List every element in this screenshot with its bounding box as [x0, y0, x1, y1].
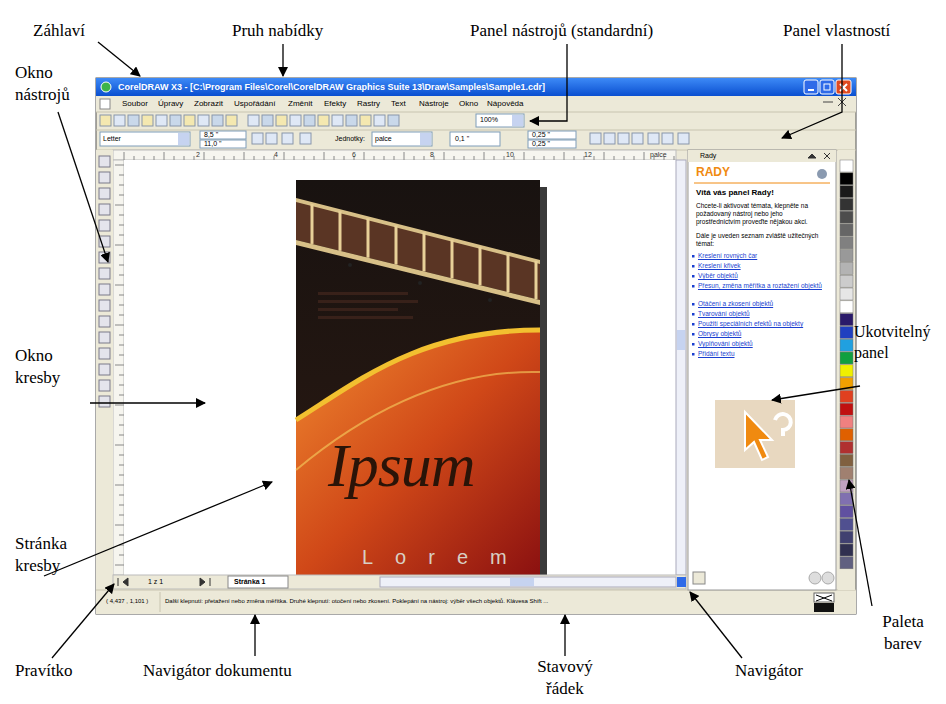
menu-item: Uspořádání — [234, 99, 275, 108]
menu-item: Zobrazit — [194, 99, 223, 108]
toolbar-field: 11,0 " — [204, 140, 222, 148]
docker-welcome: Vítá vás panel Rady! — [696, 188, 774, 197]
docker-text: Dále je uveden seznam zvláště užitečných… — [696, 232, 828, 248]
docker-link: Otáčení a zkosení objektů — [698, 300, 828, 308]
toolbar-field: palce — [375, 135, 392, 143]
callout-label: Stránka kresby — [15, 533, 90, 577]
menu-item: Úpravy — [158, 99, 183, 108]
menu-item: Nástroje — [419, 99, 449, 108]
toolbar-field: Jednotky: — [335, 135, 365, 143]
callout-label: Pruh nabídky — [232, 20, 323, 42]
toolbar-field: 8,5 " — [204, 131, 218, 139]
callout-label: Ukotvitelný panel — [854, 322, 942, 364]
docker-link: Použití speciálních efektů na objekty — [698, 320, 828, 328]
menu-item: Okno — [459, 99, 478, 108]
menu-item: Nápověda — [487, 99, 523, 108]
callout-label: Okno nástrojů — [15, 62, 95, 106]
docker-link: Kreslení rovných čar — [698, 252, 828, 260]
callout-label: Panel vlastností — [783, 20, 890, 42]
docker-text: Chcete-li aktivovat témata, klepněte na … — [696, 202, 828, 226]
callout-label: Panel nástrojů (standardní) — [470, 20, 653, 42]
docker-link: Kreslení křivek — [698, 262, 828, 270]
artwork-subtitle: Lorem — [362, 546, 529, 569]
callout-label: Paleta barev — [868, 611, 938, 655]
docker-link: Přidání textu — [698, 350, 828, 358]
docker-link: Výběr objektů — [698, 272, 828, 280]
toolbar-field: 0,25 " — [532, 131, 550, 139]
ruler-number: 4 — [274, 151, 278, 159]
callout-label: Záhlaví — [33, 20, 85, 42]
ruler-number: 6 — [352, 151, 356, 159]
page-tab: Stránka 1 — [234, 578, 266, 586]
callout-label: Okno kresby — [15, 345, 85, 389]
toolbar-field: 0,1 " — [455, 135, 469, 143]
toolbar-field: 1 z 1 — [148, 578, 163, 586]
menu-item: Změnit — [288, 99, 312, 108]
toolbar-field: Rady — [700, 152, 716, 160]
callout-label: Navigátor — [735, 660, 803, 682]
toolbar-field: Letter — [103, 135, 121, 143]
menu-item: Rastry — [357, 99, 380, 108]
callout-label: Pravítko — [15, 660, 73, 682]
callout-label: Navigátor dokumentu — [143, 660, 292, 682]
menu-item: Soubor — [122, 99, 148, 108]
ruler-number: 12 — [584, 151, 592, 159]
docker-heading: RADY — [696, 166, 730, 180]
title-bar-text: CorelDRAW X3 - [C:\Program Files\Corel\C… — [118, 82, 545, 92]
ruler-number: palce — [650, 151, 667, 159]
toolbar-field: 100% — [480, 116, 498, 124]
callout-label: Stavový řádek — [520, 656, 610, 700]
ruler-number: 8 — [430, 151, 434, 159]
menu-item: Text — [391, 99, 406, 108]
docker-link: Tvarování objektů — [698, 310, 828, 318]
docker-link: Obrysy objektů — [698, 330, 828, 338]
status-text: ( 4,437 , 1,101 ) — [106, 598, 148, 605]
docker-link: Přesun, změna měřítka a roztažení objekt… — [698, 282, 828, 290]
docker-link: Vyplňování objektů — [698, 340, 828, 348]
ruler-number: 2 — [196, 151, 200, 159]
toolbar-field: 0,25 " — [532, 140, 550, 148]
menu-item: Efekty — [324, 99, 346, 108]
ruler-number: 10 — [506, 151, 514, 159]
status-text: Další klepnutí: přetažení nebo změna měř… — [165, 598, 548, 605]
artwork-title: Ipsum — [328, 430, 475, 501]
